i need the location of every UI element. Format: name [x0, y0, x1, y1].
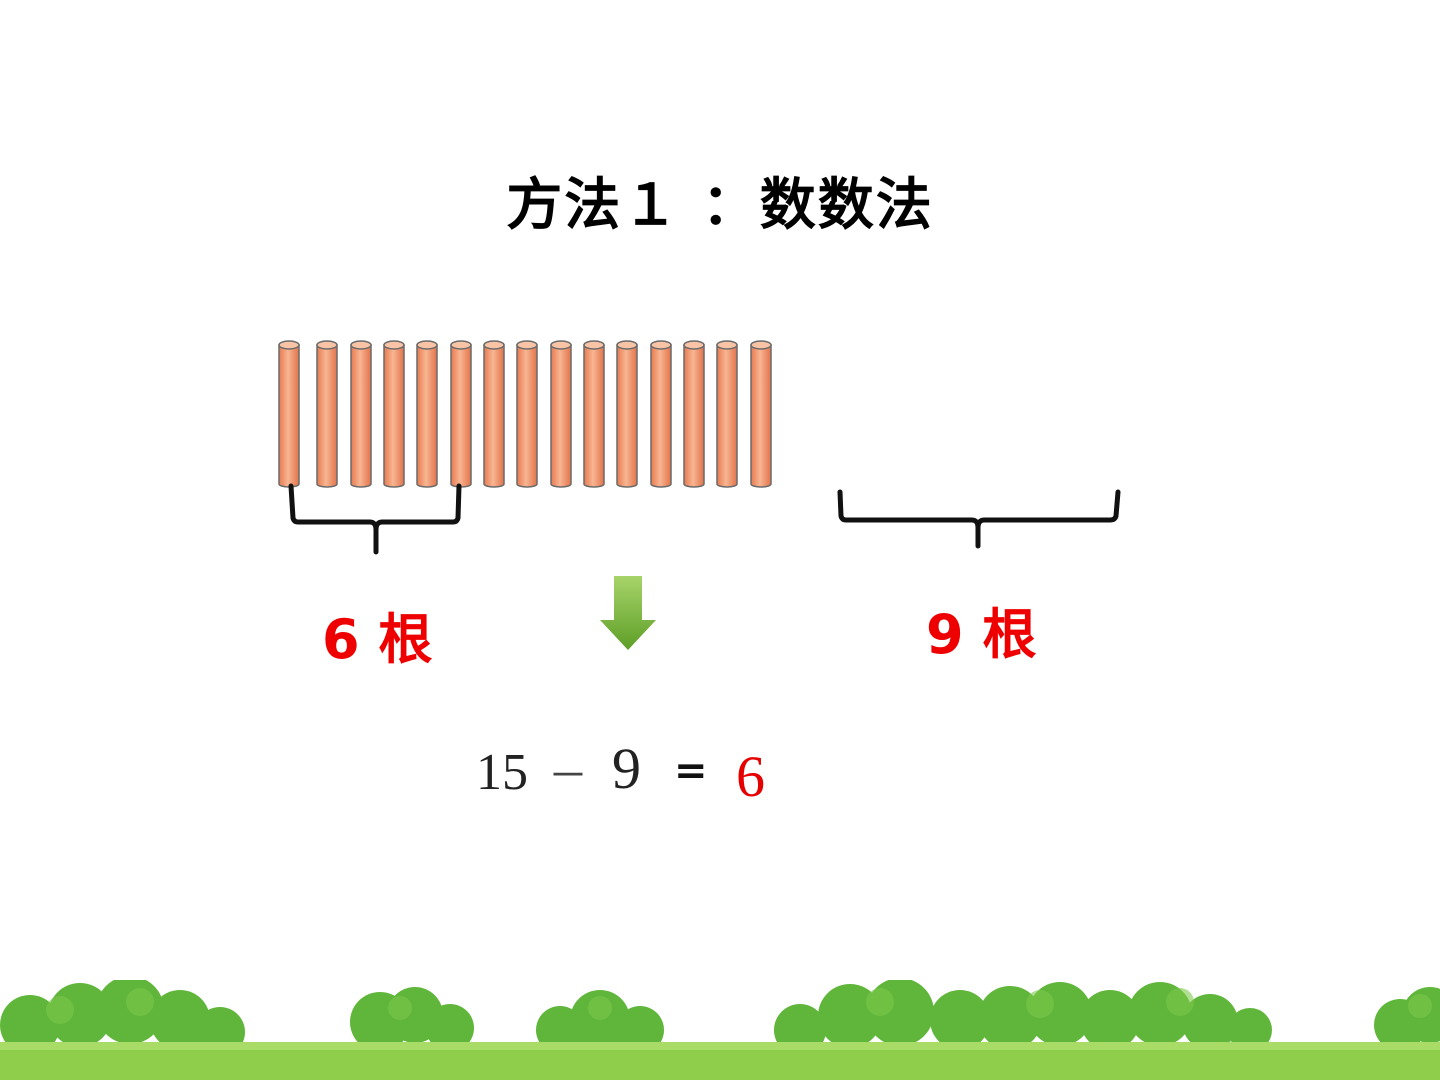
grass-strip	[0, 1046, 1440, 1080]
slide-title: 方法１ ：数数法	[506, 173, 934, 238]
counting-stick	[550, 340, 572, 488]
left-brace	[288, 483, 462, 555]
counting-stick	[516, 340, 538, 488]
bushes-grass-decoration	[0, 980, 1440, 1080]
arrow-down-icon	[600, 576, 656, 650]
equation-minuend: 15	[476, 744, 528, 801]
counting-stick	[683, 340, 705, 488]
counting-stick	[383, 340, 405, 488]
counting-stick	[616, 340, 638, 488]
counting-stick	[650, 340, 672, 488]
right-group-label: 9 根	[926, 603, 1037, 666]
equation-equals-sign: =	[674, 748, 708, 794]
counting-stick	[583, 340, 605, 488]
counting-stick	[278, 340, 300, 488]
counting-stick	[350, 340, 372, 488]
counting-stick	[750, 340, 772, 488]
counting-stick	[716, 340, 738, 488]
counting-stick	[483, 340, 505, 488]
sticks-diagram	[278, 340, 1121, 555]
equation-minus-sign: －	[548, 753, 588, 798]
equation-subtrahend: 9	[612, 736, 641, 801]
equation-result: 6	[736, 744, 765, 809]
left-group-label: 6 根	[322, 608, 433, 671]
counting-stick	[316, 340, 338, 488]
counting-stick	[450, 340, 472, 488]
counting-stick	[416, 340, 438, 488]
right-brace	[837, 489, 1121, 549]
